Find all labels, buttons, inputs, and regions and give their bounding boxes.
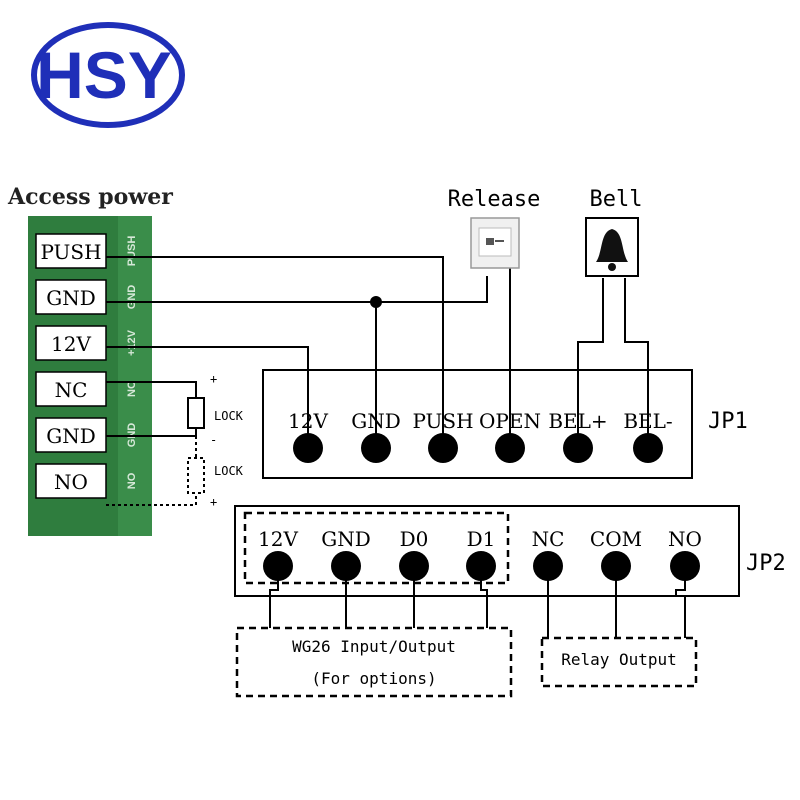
wg26-pin-group (243, 511, 510, 585)
bell-title: Bell (590, 187, 643, 212)
terminal-label: GND (46, 424, 96, 448)
terminal-boxes: PUSH GND 12V NC GND NO (35, 233, 107, 499)
board-label: GND (126, 423, 138, 448)
lock-minus: - (210, 433, 217, 447)
lock-label-top: LOCK (214, 409, 244, 423)
jp2-name: JP2 (746, 551, 786, 576)
jp1-box (262, 369, 693, 479)
jp1-pin-label: 12V (288, 409, 328, 433)
jp2-pin-label: NC (532, 527, 565, 551)
jp2-pin-label: NO (668, 527, 702, 551)
terminal-label-box (35, 233, 107, 269)
lock-symbol-dashed (187, 457, 205, 494)
jp1-name: JP1 (708, 409, 748, 434)
lock-plus-2: + (210, 495, 217, 509)
wire-bel-plus (577, 278, 604, 445)
terminal-label-box (35, 371, 107, 407)
jp1-pin-terminal (633, 433, 663, 463)
wire-no-lock (106, 493, 197, 506)
jp2-pin-label: COM (590, 527, 642, 551)
terminal-label-box (35, 463, 107, 499)
terminal-label-box (35, 325, 107, 361)
wire-nc-lock (106, 381, 197, 398)
access-power-title: Access power (7, 184, 173, 210)
terminal-label-box (35, 417, 107, 453)
wire-12v (106, 346, 309, 445)
jp2-wires (269, 566, 686, 638)
wg26-line1: WG26 Input/Output (292, 637, 456, 656)
board-label: NC (126, 381, 138, 397)
logo-ring (31, 22, 185, 128)
terminal-label-box (35, 279, 107, 315)
release-title: Release (448, 187, 541, 212)
jp1-pin-terminal (293, 433, 323, 463)
jp1-pin-label: PUSH (412, 409, 473, 433)
jp1-pin-terminal (495, 433, 525, 463)
board-label: GND (126, 285, 138, 310)
logo-text: HSY (36, 38, 172, 112)
jp1-pin-terminal (361, 433, 391, 463)
lock-symbol-solid (187, 397, 205, 429)
wire-bel-minus (624, 278, 649, 445)
jp1-pin-terminal (428, 433, 458, 463)
jp1-pin-label: OPEN (479, 409, 541, 433)
wg26-box (235, 626, 513, 698)
terminal-label: 12V (51, 332, 91, 356)
jp1-pin-label: GND (351, 409, 401, 433)
terminal-label: NO (54, 470, 88, 494)
junction-dot (370, 296, 382, 308)
board-label: PUSH (126, 236, 138, 267)
jp2-pin-label: D1 (467, 527, 496, 551)
jp1-pin-terminal (563, 433, 593, 463)
relay-box (540, 636, 698, 688)
jp1-pin-label: BEL- (623, 409, 672, 433)
board-labels: PUSH GND +12V NC GND NO (126, 236, 138, 490)
terminal-strip (118, 216, 152, 536)
relay-label: Relay Output (561, 650, 677, 669)
board-label: +12V (126, 329, 138, 356)
release-button-icon (470, 217, 520, 269)
terminal-label: PUSH (40, 240, 101, 264)
jp2-pin-label: D0 (400, 527, 429, 551)
jp2-wire-no-a (675, 566, 686, 596)
wire-push (106, 256, 444, 445)
bell-icon (585, 217, 639, 277)
lock-plus: + (210, 372, 217, 386)
jp2-pin-label: 12V (258, 527, 298, 551)
board-label: NO (126, 472, 138, 489)
jp2-pin-label: GND (321, 527, 371, 551)
jp1-pin-label: BEL+ (548, 409, 607, 433)
wires (106, 256, 649, 506)
jp2-wire-12v (269, 566, 279, 628)
wg26-line2: (For options) (311, 669, 436, 688)
wire-gnd (106, 276, 488, 303)
terminal-label: NC (55, 378, 88, 402)
terminal-label: GND (46, 286, 96, 310)
jp2-wire-d1 (480, 566, 488, 628)
lock-label-bottom: LOCK (214, 464, 244, 478)
hsy-logo: HSY (31, 22, 185, 128)
